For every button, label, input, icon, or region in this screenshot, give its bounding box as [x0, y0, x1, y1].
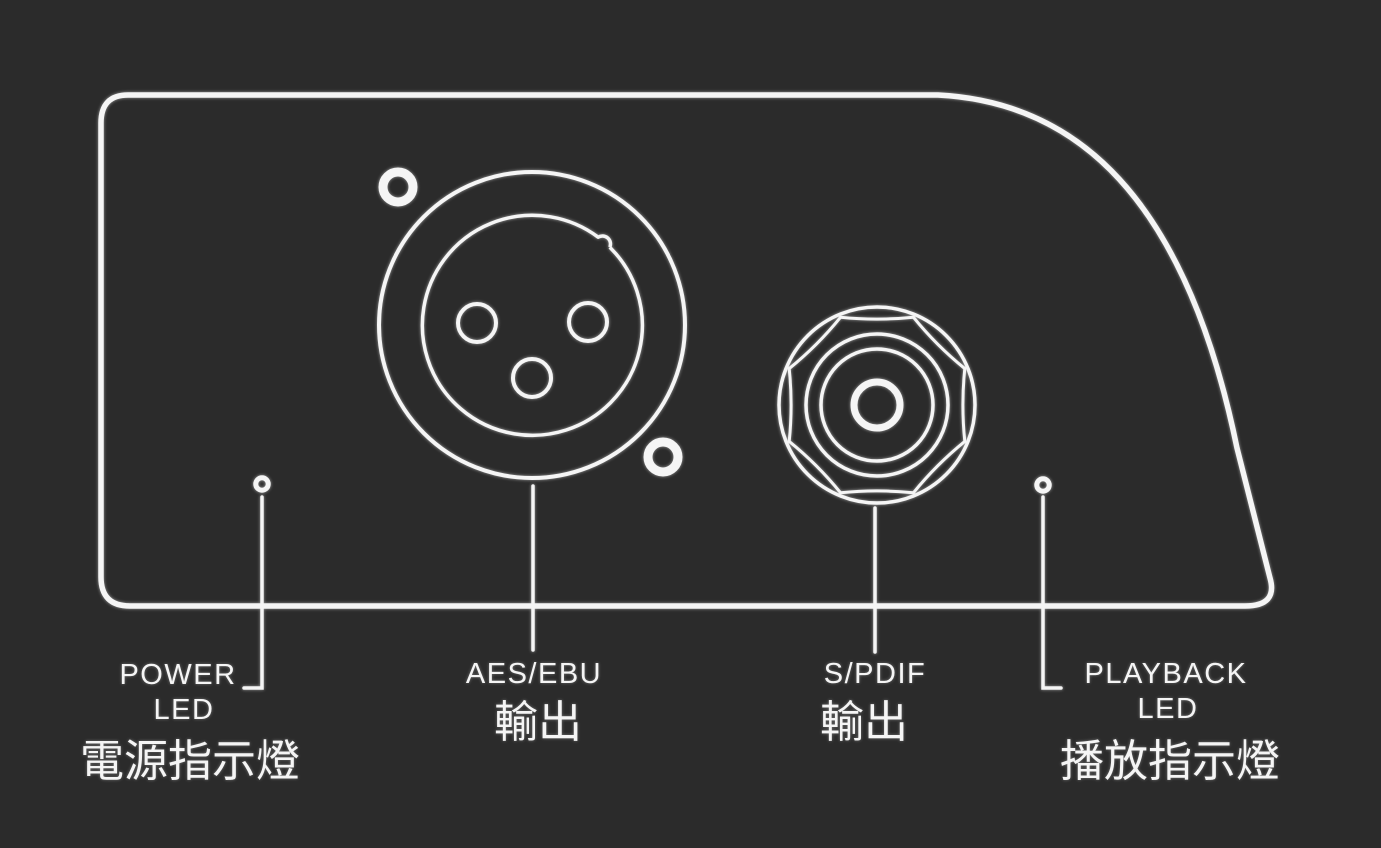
- playback-led-label-zh: 播放指示燈: [1060, 737, 1280, 786]
- spdif-label-zh: 輸出: [820, 698, 908, 747]
- playback-led-label-line2: LED: [1137, 693, 1199, 725]
- xlr-pin-hole-bottom: [511, 357, 553, 399]
- power-led-dot-icon: [253, 475, 271, 493]
- playback-led-callout-line: [1041, 495, 1063, 690]
- power-led-label-line1: POWER: [119, 659, 237, 691]
- playback-led-label-line1: PLAYBACK: [1084, 658, 1248, 690]
- playback-led-dot-icon: [1034, 476, 1052, 494]
- rca-outer-circle: [777, 305, 977, 505]
- rca-center-pin-hole: [850, 378, 904, 432]
- rca-ring-inner: [819, 347, 935, 463]
- xlr-connector-icon: [377, 167, 687, 480]
- xlr-barrel-with-notch: [420, 213, 645, 438]
- spdif-label-en: S/PDIF: [823, 658, 927, 690]
- aes-ebu-label-zh: 輸出: [494, 698, 582, 747]
- xlr-flange-circle: [377, 170, 687, 480]
- power-led-label-zh: 電源指示燈: [80, 737, 300, 786]
- device-panel-outline: [98, 92, 1275, 609]
- rca-knurl-scallops: [787, 315, 967, 495]
- power-led-callout-line: [242, 495, 264, 690]
- xlr-screw-hole-top-left: [378, 167, 418, 207]
- rca-connector-icon: [777, 305, 977, 505]
- xlr-screw-hole-bottom-right: [643, 437, 683, 477]
- power-led-label-line2: LED: [153, 694, 215, 726]
- xlr-pin-hole-right: [567, 301, 609, 343]
- rca-ring-outer: [804, 332, 950, 478]
- aes-ebu-label-en: AES/EBU: [465, 658, 603, 690]
- xlr-pin-hole-left: [456, 302, 498, 344]
